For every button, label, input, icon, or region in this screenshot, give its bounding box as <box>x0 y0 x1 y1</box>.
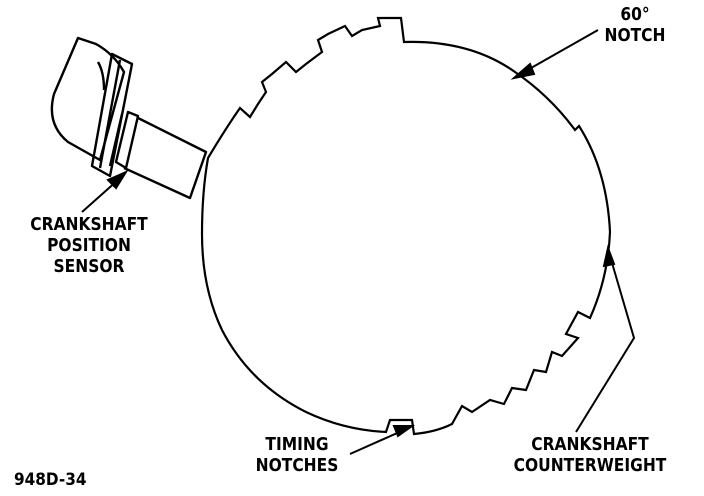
label-timing-notches: TIMING NOTCHES <box>233 434 362 476</box>
leader-lines <box>81 29 636 455</box>
timing-arrowhead <box>392 425 416 438</box>
label-60-notch-line1: 60° <box>620 4 650 25</box>
crankshaft-position-sensor <box>50 36 208 200</box>
label-position-sensor: CRANKSHAFT POSITION SENSOR <box>7 214 170 277</box>
notch-leader <box>523 29 599 73</box>
label-counterweight: CRANKSHAFT COUNTERWEIGHT <box>495 434 684 476</box>
label-position-sensor-line2: POSITION <box>47 235 131 256</box>
sensor-collar-ring <box>108 113 124 167</box>
sensor-flange-inner <box>98 59 122 169</box>
label-60-notch: 60° NOTCH <box>571 4 700 46</box>
figure-id: 948D-34 <box>14 470 87 490</box>
notch-arrowhead <box>510 62 536 80</box>
label-counterweight-line2: COUNTERWEIGHT <box>513 455 667 476</box>
counterweight-arrowhead <box>602 244 616 268</box>
label-timing-notches-line1: TIMING <box>265 434 329 455</box>
sensor-tip <box>123 116 208 200</box>
label-timing-notches-line2: NOTCHES <box>255 455 339 476</box>
sensor-highlight <box>96 61 106 91</box>
label-position-sensor-line1: CRANKSHAFT <box>30 214 148 235</box>
timing-leader <box>349 429 405 455</box>
counterweight-outline <box>200 16 612 436</box>
sensor-body <box>50 36 126 162</box>
counterweight-leader <box>575 255 636 433</box>
label-60-notch-line2: NOTCH <box>604 25 666 46</box>
label-position-sensor-line3: SENSOR <box>53 256 125 277</box>
sensor-flange <box>90 52 134 178</box>
label-counterweight-line1: CRANKSHAFT <box>531 434 649 455</box>
sensor-arrowhead <box>106 169 129 190</box>
